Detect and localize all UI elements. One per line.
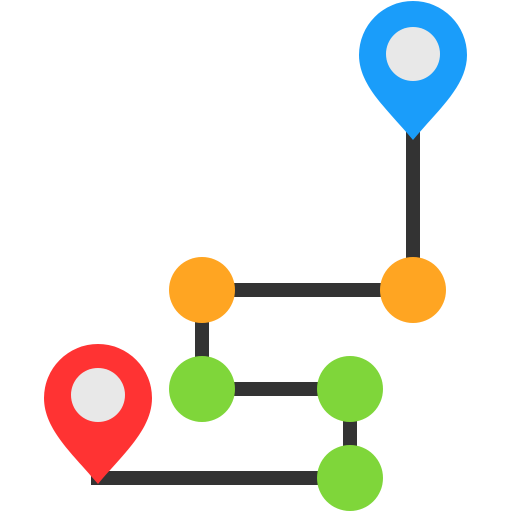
green-node [317, 356, 383, 422]
route-path [91, 125, 420, 485]
green-node [169, 356, 235, 422]
start-pin-center [71, 368, 125, 422]
end-pin-center [386, 27, 440, 81]
green-node [317, 445, 383, 511]
start-pin-icon [44, 344, 152, 484]
orange-node [169, 257, 235, 323]
orange-node [380, 257, 446, 323]
end-pin-icon [359, 1, 467, 140]
route-nodes [169, 257, 446, 511]
